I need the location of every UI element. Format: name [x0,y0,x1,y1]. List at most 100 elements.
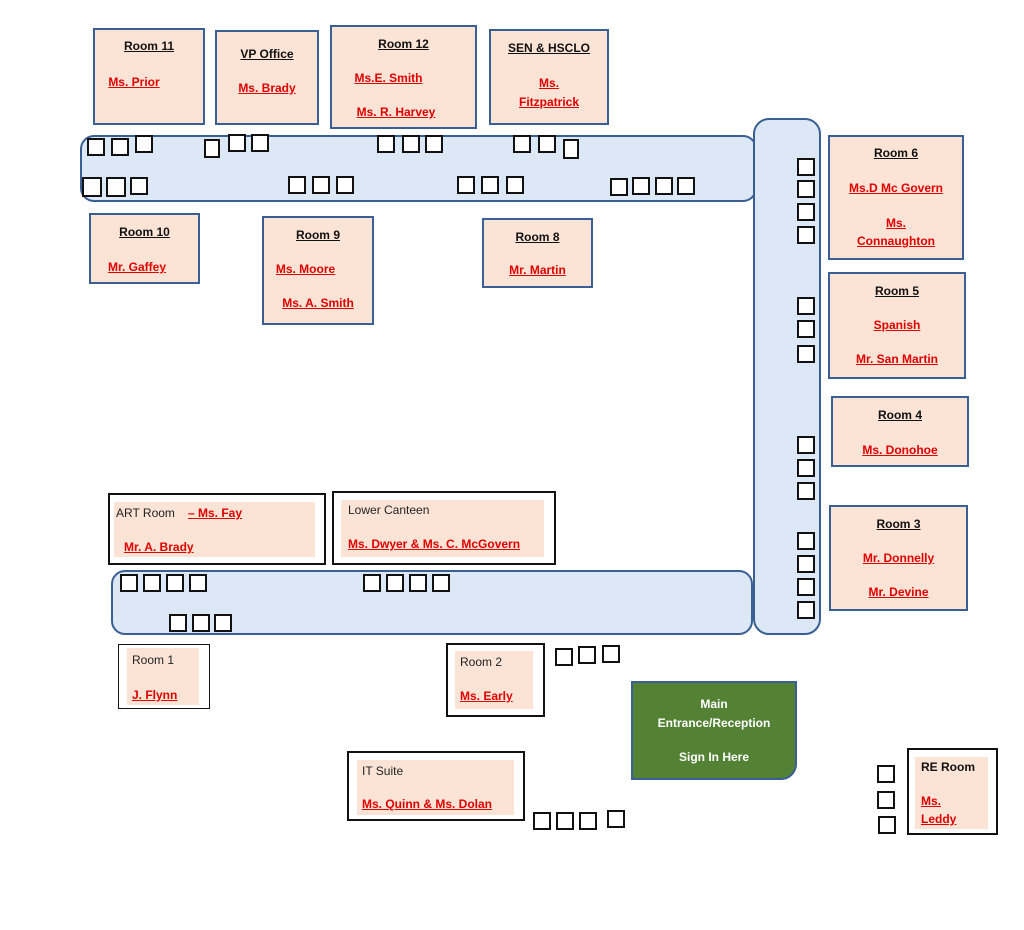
room-occupant: Ms. [538,76,559,90]
desk [797,320,815,338]
room-title: Room 11 [123,39,174,53]
desk [797,226,815,244]
room-title: Room 6 [873,146,918,160]
desk [169,614,187,632]
room-occupant: Ms. A. Smith [282,296,354,310]
room-occupant: Leddy [921,812,957,826]
room-title: Room 3 [876,517,921,531]
room-occupant: Ms. Prior [108,75,160,89]
room-5: Room 5 Spanish Mr. San Martin [828,272,966,379]
desk [578,646,596,664]
desk [135,135,153,153]
desk [130,177,148,195]
desk [106,177,126,197]
desk [166,574,184,592]
re-room-fill [915,757,988,829]
room-occupant: J. Flynn [132,688,178,702]
desk [143,574,161,592]
canteen-fill [341,500,544,557]
room-occupant: Ms. Dwyer & Ms. C. McGovern [348,537,521,551]
desk [797,601,815,619]
desk [797,482,815,500]
desk [677,177,695,195]
room-title: IT Suite [362,764,404,778]
room-occupant: Mr. Martin [509,263,566,277]
room-10: Room 10 Mr. Gaffey [89,213,200,284]
desk [82,177,102,197]
desk [386,574,404,592]
desk [555,648,573,666]
desk [655,177,673,195]
room-occupant: Mr. San Martin [855,352,938,366]
desk [481,176,499,194]
room-12: Room 12 Ms.E. Smith Ms. R. Harvey [330,25,477,129]
desk [409,574,427,592]
desk [87,138,105,156]
room-occupant: Spanish [873,318,921,332]
room-occupant: Ms.D Mc Govern [848,181,944,195]
room-title: Room 9 [295,228,340,242]
room-occupant: Mr. A. Brady [124,540,194,554]
room-occupant: Mr. Devine [868,585,929,599]
room-4: Room 4 Ms. Donohoe [831,396,969,467]
desk [632,177,650,195]
room-3: Room 3 Mr. Donnelly Mr. Devine [829,505,968,611]
main-entrance: Main Entrance/Reception Sign In Here [631,681,797,780]
desk [312,176,330,194]
desk [377,135,395,153]
desk [204,139,220,158]
lower-canteen: Lower Canteen Ms. Dwyer & Ms. C. McGover… [332,491,556,565]
desk [402,135,420,153]
room-occupant: Connaughton [857,234,935,248]
room-title: Room 10 [119,225,170,239]
desk [192,614,210,632]
desk [111,138,129,156]
room-occupant: Ms. [885,216,906,230]
desk [538,135,556,153]
re-room: RE Room Ms. Leddy [907,748,998,835]
art-room: ART Room – Ms. Fay Mr. A. Brady [108,493,326,565]
desk [610,178,628,196]
room-occupant: Ms. Moore [275,262,336,276]
desk [336,176,354,194]
desk [602,645,620,663]
desk [877,791,895,809]
room-occupant: Ms. Brady [238,81,296,95]
room-2: Room 2 Ms. Early [446,643,545,717]
room-occupant: Ms. Donohoe [862,443,938,457]
room-11: Room 11 Ms. Prior [93,28,205,125]
desk [288,176,306,194]
room-1: Room 1 J. Flynn [118,644,210,709]
room-occupant: Ms. R. Harvey [356,105,436,119]
entrance-line: Sign In Here [678,750,749,764]
room-title: Room 8 [515,230,560,244]
room-1-fill [127,648,199,705]
desk [797,345,815,363]
desk [251,134,269,152]
desk [797,459,815,477]
room-occupant: Ms. Quinn & Ms. Dolan [362,797,493,811]
room-occupant: Mr. Gaffey [107,260,167,274]
room-title: Room 1 [132,653,175,667]
desk [432,574,450,592]
room-title: Room 5 [874,284,919,298]
room-9: Room 9 Ms. Moore Ms. A. Smith [262,216,374,325]
desk [189,574,207,592]
desk [214,614,232,632]
desk [228,134,246,152]
sen-hsclo: SEN & HSCLO Ms. Fitzpatrick [489,29,609,125]
desk [797,578,815,596]
desk [363,574,381,592]
room-occupant: Mr. Donnelly [862,551,935,565]
desk [563,139,579,159]
desk [797,180,815,198]
desk [797,203,815,221]
desk [579,812,597,830]
room-title: Room 2 [460,655,503,669]
desk [506,176,524,194]
it-suite-fill [357,760,514,815]
desk [797,555,815,573]
desk [556,812,574,830]
desk [797,297,815,315]
room-title: Room 12 [378,37,429,51]
